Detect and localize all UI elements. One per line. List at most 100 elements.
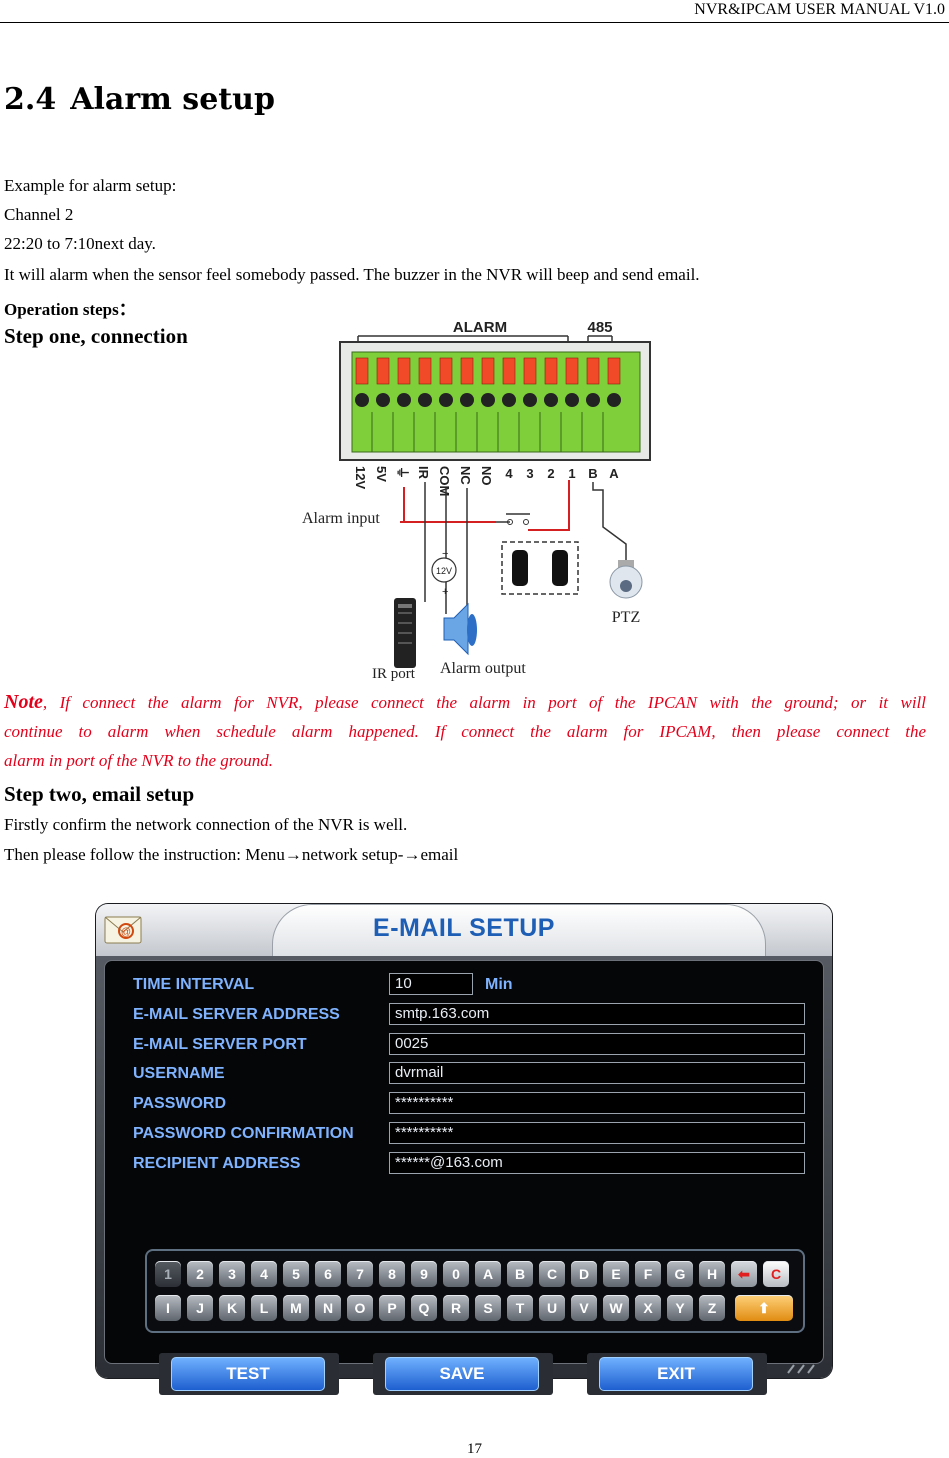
speaker-icon [443, 602, 477, 656]
time-interval-input[interactable]: 10 [389, 973, 473, 995]
key-a[interactable]: A [475, 1261, 501, 1287]
minus-label: − [442, 548, 448, 560]
pin-label-no: NO [479, 466, 494, 486]
key-t[interactable]: T [507, 1295, 533, 1321]
plus-label: + [442, 586, 448, 598]
example-line-4: It will alarm when the sensor feel someb… [4, 265, 700, 284]
example-line-3: 22:20 to 7:10next day. [4, 234, 156, 253]
header-title: NVR&IPCAM USER MANUAL V1.0 [694, 1, 945, 18]
note-lead: Note [4, 691, 43, 713]
note-line-3: alarm in port of the NVR to the ground. [4, 751, 274, 770]
key-r[interactable]: R [443, 1295, 469, 1321]
password-input[interactable]: ********** [389, 1092, 805, 1114]
pin-label-ir: IR [416, 466, 431, 480]
key-s[interactable]: S [475, 1295, 501, 1321]
recipient-label: RECIPIENT ADDRESS [133, 1155, 301, 1172]
time-unit-label: Min [485, 976, 513, 993]
menu-path-text: Then please follow the instruction: Menu… [4, 845, 458, 865]
network-confirm-text: Firstly confirm the network connection o… [4, 815, 408, 834]
ptz-label: PTZ [612, 609, 640, 626]
key-4[interactable]: 4 [251, 1261, 277, 1287]
right-arrow-icon: → [403, 845, 421, 864]
example-line-1: Example for alarm setup: [4, 176, 177, 195]
key-j[interactable]: J [187, 1295, 213, 1321]
pin-label-ground: ⏚ [395, 466, 410, 479]
step-two-heading: Step two, email setup [4, 782, 195, 806]
operation-steps-label: Operation steps： [4, 300, 136, 319]
key-i[interactable]: I [155, 1295, 181, 1321]
shift-key-icon[interactable]: ⬆ [735, 1295, 793, 1321]
note-line-2: continue to alarm when schedule alarm ha… [4, 722, 926, 741]
username-label: USERNAME [133, 1065, 225, 1082]
pin-label-a: A [609, 466, 619, 481]
ir-port-label: IR port [372, 666, 416, 682]
key-y[interactable]: Y [667, 1295, 693, 1321]
key-w[interactable]: W [603, 1295, 629, 1321]
key-b[interactable]: B [507, 1261, 533, 1287]
ptz-camera-icon [609, 560, 643, 599]
menu-path-middle: network setup- [301, 845, 404, 864]
key-g[interactable]: G [667, 1261, 693, 1287]
panel-title-bar: @ E-MAIL SETUP [96, 904, 832, 956]
key-3[interactable]: 3 [219, 1261, 245, 1287]
resize-grip-icon[interactable] [784, 1362, 824, 1374]
clear-key[interactable]: C [763, 1261, 789, 1287]
key-k[interactable]: K [219, 1295, 245, 1321]
test-button[interactable]: TEST [171, 1357, 325, 1391]
save-button[interactable]: SAVE [385, 1357, 539, 1391]
key-6[interactable]: 6 [315, 1261, 341, 1287]
terminal-pins [355, 357, 621, 452]
menu-path-prefix: Then please follow the instruction: Menu [4, 845, 285, 864]
key-8[interactable]: 8 [379, 1261, 405, 1287]
key-5[interactable]: 5 [283, 1261, 309, 1287]
sensor-icon [512, 550, 568, 586]
port-485-label: 485 [587, 319, 612, 336]
alarm-wiring-diagram: ALARM 485 12V [302, 319, 651, 682]
key-m[interactable]: M [283, 1295, 309, 1321]
key-d[interactable]: D [571, 1261, 597, 1287]
email-icon: @ [104, 916, 142, 944]
key-p[interactable]: P [379, 1295, 405, 1321]
key-x[interactable]: X [635, 1295, 661, 1321]
note-paragraph: Note, If connect the alarm for NVR, plea… [4, 688, 926, 775]
key-n[interactable]: N [315, 1295, 341, 1321]
alarm-input-label: Alarm input [302, 510, 380, 527]
server-port-input[interactable]: 0025 [389, 1033, 805, 1055]
key-l[interactable]: L [251, 1295, 277, 1321]
key-q[interactable]: Q [411, 1295, 437, 1321]
virtual-keyboard: 1 2 3 4 5 6 7 8 9 0 A B C D E F G H ⬅ C … [145, 1249, 805, 1333]
pin-label-b: B [588, 466, 597, 481]
key-2[interactable]: 2 [187, 1261, 213, 1287]
email-setup-panel: @ E-MAIL SETUP TIME INTERVAL 10 Min E-MA… [96, 904, 832, 1395]
key-c[interactable]: C [539, 1261, 565, 1287]
server-port-label: E-MAIL SERVER PORT [133, 1036, 307, 1053]
key-7[interactable]: 7 [347, 1261, 373, 1287]
key-0[interactable]: 0 [443, 1261, 469, 1287]
key-9[interactable]: 9 [411, 1261, 437, 1287]
key-f[interactable]: F [635, 1261, 661, 1287]
pin-label-3: 3 [526, 466, 533, 481]
alarm-label: ALARM [453, 319, 507, 336]
key-z[interactable]: Z [699, 1295, 725, 1321]
key-e[interactable]: E [603, 1261, 629, 1287]
key-h[interactable]: H [699, 1261, 725, 1287]
key-v[interactable]: V [571, 1295, 597, 1321]
exit-button[interactable]: EXIT [599, 1357, 753, 1391]
panel-title-tab [272, 904, 766, 956]
example-line-2: Channel 2 [4, 205, 74, 224]
username-input[interactable]: dvrmail [389, 1062, 805, 1084]
email-form: TIME INTERVAL 10 Min E-MAIL SERVER ADDRE… [104, 960, 824, 1395]
password-confirm-input[interactable]: ********** [389, 1122, 805, 1144]
section-title: Alarm setup [70, 82, 275, 117]
key-o[interactable]: O [347, 1295, 373, 1321]
key-1[interactable]: 1 [155, 1261, 181, 1287]
backspace-key-icon[interactable]: ⬅ [731, 1261, 757, 1287]
pin-label-4: 4 [505, 466, 513, 481]
pin-label-com: COM [437, 466, 452, 496]
server-address-input[interactable]: smtp.163.com [389, 1003, 805, 1025]
pin-label-12v: 12V [353, 466, 368, 489]
note-line-1: , If connect the alarm for NVR, please c… [42, 693, 926, 712]
recipient-input[interactable]: ******@163.com [389, 1152, 805, 1174]
key-u[interactable]: U [539, 1295, 565, 1321]
section-number: 2.4 [4, 82, 57, 117]
